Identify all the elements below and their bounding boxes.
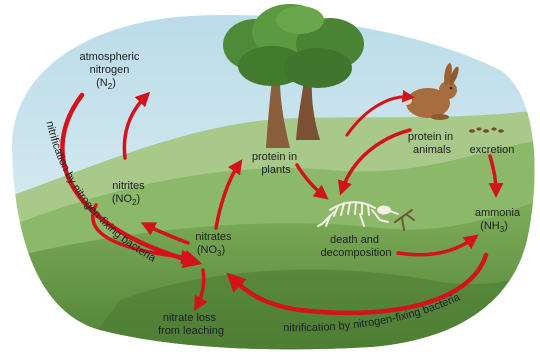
nitrate-loss-line2: from leaching (158, 325, 224, 337)
nitrites-close: ) (136, 193, 140, 205)
atmospheric-nitrogen-line2: nitrogen (90, 64, 130, 76)
protein-plants-line2: plants (261, 164, 291, 176)
nitrates-formula: (NO (197, 244, 218, 256)
nitrates-line1: nitrates (195, 231, 232, 243)
atmospheric-nitrogen-close: ) (112, 77, 116, 89)
atmospheric-nitrogen-line1: atmospheric (80, 51, 140, 63)
death-line2: decomposition (321, 247, 392, 259)
nitrites-formula: (NO (112, 193, 133, 205)
protein-animals-line1: protein in (408, 131, 453, 143)
ammonia-close: ) (504, 220, 508, 232)
excretion-label: excretion (470, 144, 515, 156)
ammonia-formula: (NH (480, 220, 500, 232)
nitrites-line1: nitrites (112, 180, 145, 192)
atmospheric-nitrogen-formula: (N (96, 77, 108, 89)
nitrates-close: ) (221, 244, 225, 256)
ammonia-line1: ammonia (475, 207, 521, 219)
nitrate-loss-label: nitrate loss from leaching (158, 312, 224, 337)
death-decomposition-label: death and decomposition (321, 234, 392, 259)
protein-animals-label: protein in animals (408, 131, 456, 156)
nitrate-loss-line1: nitrate loss (163, 312, 217, 324)
death-line1: death and (330, 234, 379, 246)
protein-plants-line1: protein in (252, 151, 297, 163)
protein-animals-line2: animals (413, 144, 451, 156)
